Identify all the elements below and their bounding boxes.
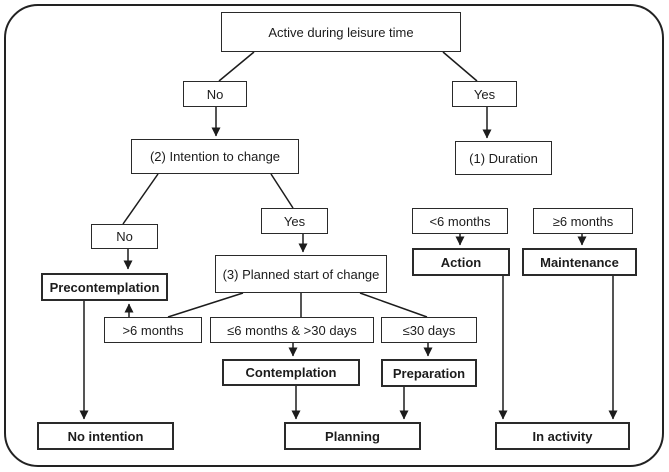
node-contemplation: Contemplation — [222, 359, 360, 386]
edge-active-to-yes — [442, 51, 478, 82]
node-no-intention-branch: No — [91, 224, 158, 249]
node-in-activity: In activity — [495, 422, 630, 450]
node-no-top: No — [183, 81, 247, 107]
node-yes-top: Yes — [452, 81, 517, 107]
node-6-months-and-30-days: ≤6 months & >30 days — [210, 317, 374, 343]
node-no-intention: No intention — [37, 422, 174, 450]
edge-intention-to-yes — [270, 173, 294, 209]
node-yes-intention-branch: Yes — [261, 208, 328, 234]
node-action: Action — [412, 248, 510, 276]
node-more-than-6-months: >6 months — [104, 317, 202, 343]
node-maintenance: Maintenance — [522, 248, 637, 276]
edge-intention-to-no — [122, 173, 159, 225]
node-active-during-leisure-time: Active during leisure time — [221, 12, 461, 52]
node-intention-to-change: (2) Intention to change — [131, 139, 299, 174]
node-preparation: Preparation — [381, 359, 477, 387]
node-30-days-or-less: ≤30 days — [381, 317, 477, 343]
node-less-than-6-months: <6 months — [412, 208, 508, 234]
edge-active-to-no — [218, 51, 255, 82]
edge-planned-to-le30 — [359, 292, 428, 318]
edge-planned-to-gt6 — [167, 292, 244, 318]
node-precontemplation: Precontemplation — [41, 273, 168, 301]
rounded-border-frame — [4, 4, 664, 467]
node-6-months-or-more: ≥6 months — [533, 208, 633, 234]
node-duration: (1) Duration — [455, 141, 552, 175]
node-planning: Planning — [284, 422, 421, 450]
node-planned-start-of-change: (3) Planned start of change — [215, 255, 387, 293]
